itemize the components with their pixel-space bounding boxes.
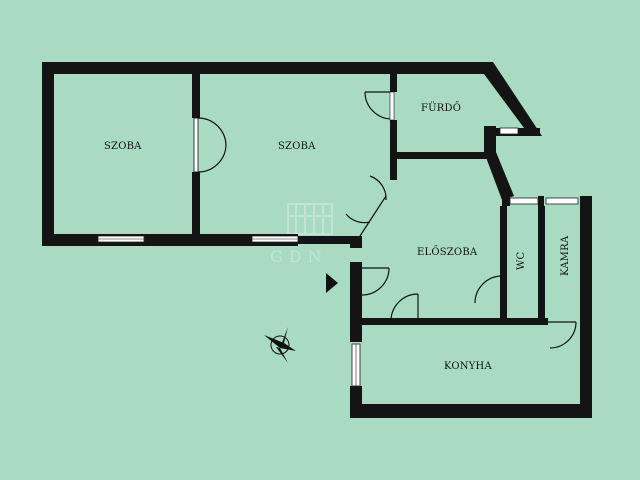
room-label-konyha: KONYHA [444,361,492,372]
room-label-eloszoba: ELŐSZOBA [417,245,478,258]
double-door-szoba [193,117,227,173]
door-furdo [364,91,395,121]
compass-icon [264,327,296,363]
room-label-szoba-right: SZOBA [278,141,316,152]
room-label-furdo: FÜRDŐ [421,101,461,114]
door-konyha [390,293,419,322]
room-label-kamra: KAMRA [560,235,571,276]
door-kamra [548,321,577,349]
room-label-szoba-left: SZOBA [104,141,142,152]
window-wc [509,197,539,205]
window-furdo [499,127,519,135]
window-kamra [545,197,579,205]
door-entrance [361,267,390,296]
entrance-arrow-icon [326,273,338,293]
door-wc [474,275,503,304]
door-szoba-eloszoba [345,175,387,237]
windows [97,127,579,387]
doors [193,91,577,349]
watermark-text: GDN [270,247,328,266]
room-label-wc: WC [516,252,527,270]
watermark-logo-icon [287,203,333,235]
